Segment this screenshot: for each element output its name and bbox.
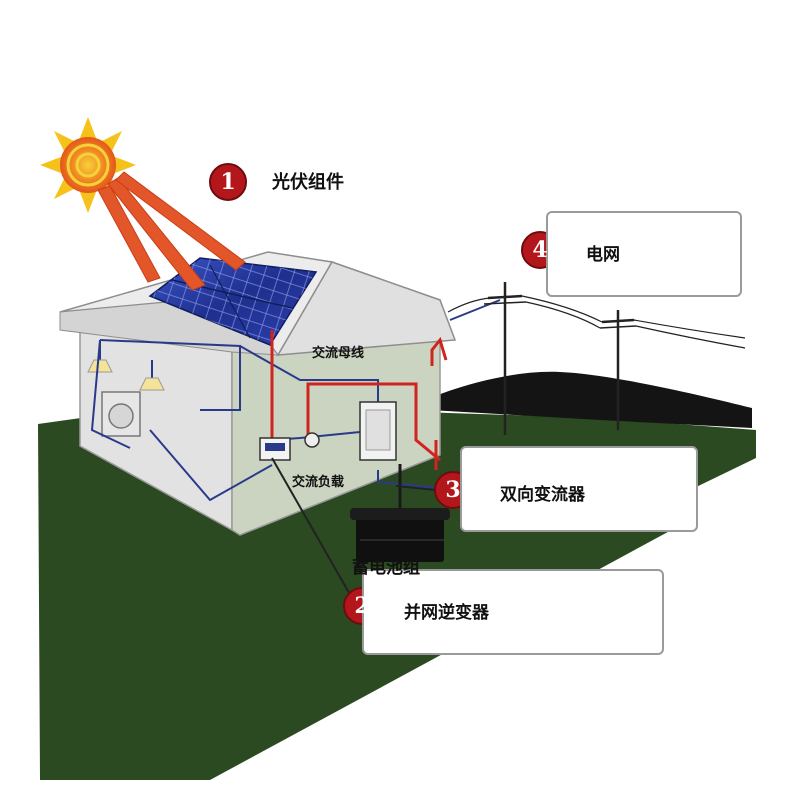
blue-wiring: [90, 299, 501, 502]
badge-3-number: 3: [445, 477, 461, 503]
badge-4-number: 4: [532, 237, 548, 263]
badge-2-number: 2: [354, 593, 370, 619]
ac-load-meter: [259, 437, 291, 461]
badge-1-number: 1: [220, 169, 236, 195]
label-battery-bank: 蓄电池组: [352, 558, 420, 578]
washing-machine: [101, 391, 141, 437]
label-ac-bus: 交流母线: [312, 346, 365, 361]
label-pv-module: 光伏组件: [272, 172, 344, 193]
callout-grid: [546, 211, 742, 297]
battery-bank: [350, 464, 450, 562]
hill: [430, 371, 752, 428]
badge-1: [209, 163, 247, 201]
lights: [87, 340, 165, 391]
callout-grid-tie-inverter: [362, 569, 664, 655]
callout-bidirectional-inverter: [460, 446, 698, 532]
label-bidirectional-inverter: 双向变流器: [500, 485, 585, 505]
breaker: [304, 432, 320, 448]
power-lines: [447, 295, 746, 349]
red-wiring: [270, 330, 448, 470]
label-grid-tie-inverter: 并网逆变器: [404, 603, 489, 623]
label-grid: 电网: [586, 245, 620, 265]
badge-connectors: [271, 457, 437, 599]
sun-rays: [97, 171, 246, 291]
roof-right: [276, 261, 457, 356]
label-ac-load: 交流负载: [292, 475, 345, 490]
inverter-box: [359, 401, 397, 461]
utility-poles: [483, 282, 637, 435]
